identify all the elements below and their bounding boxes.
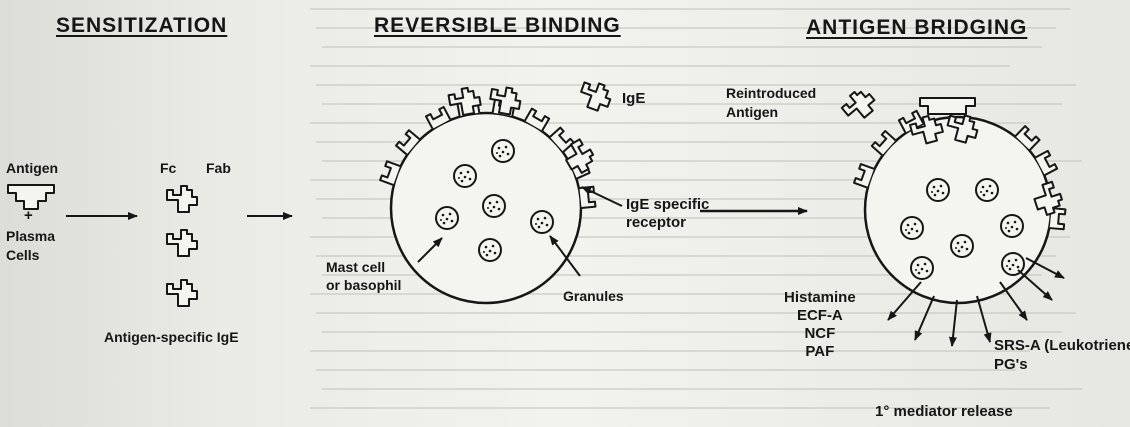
- arrow-receptor-label: [581, 186, 623, 207]
- granule: [530, 210, 554, 234]
- ige-molecule-2: [166, 229, 198, 257]
- granule: [1000, 214, 1024, 238]
- label-fc: Fc: [160, 160, 177, 176]
- granule: [975, 178, 999, 202]
- label-ige: IgE: [622, 90, 646, 107]
- antigen-shape: [7, 184, 55, 210]
- label-primary-mediator-release: 1° mediator release: [875, 403, 1013, 420]
- heading-sensitization: SENSITIZATION: [56, 14, 228, 37]
- granule: [910, 256, 934, 280]
- granule: [950, 234, 974, 258]
- label-antigen: Antigen: [6, 160, 59, 176]
- label-plus: +: [24, 207, 33, 224]
- granule: [482, 194, 506, 218]
- label-mediators: Histamine ECF-A NCF PAF: [784, 289, 856, 360]
- free-ige-molecule: [575, 77, 616, 115]
- label-granules: Granules: [563, 288, 624, 304]
- label-plasma-cells: Plasma Cells: [6, 228, 56, 263]
- arrow-mastcell-label: [417, 237, 443, 263]
- granule: [900, 216, 924, 240]
- ige-molecule-3: [166, 279, 198, 307]
- label-ige-specific-receptor: IgE specific receptor: [626, 196, 710, 231]
- granule: [478, 238, 502, 262]
- arrow-granules-label: [549, 235, 581, 277]
- label-antigen-specific-ige: Antigen-specific IgE: [104, 329, 239, 345]
- mediator-release-arrows: [887, 257, 1065, 347]
- antigen-bridge-complex: [907, 97, 1067, 219]
- granule: [435, 206, 459, 230]
- label-mast-cell: Mast cell or basophil: [326, 259, 402, 293]
- label-srs-a-pgs: SRS-A (Leukotrienes) PG's: [994, 337, 1130, 373]
- granule: [926, 178, 950, 202]
- label-fab: Fab: [206, 160, 231, 176]
- reintroduced-antigen-shape: [838, 84, 880, 126]
- label-reintroduced-antigen: Reintroduced Antigen: [726, 85, 817, 120]
- granule: [453, 164, 477, 188]
- heading-antigen-bridging: ANTIGEN BRIDGING: [806, 16, 1028, 39]
- ige-molecule-1: [166, 185, 198, 213]
- granule: [491, 139, 515, 163]
- heading-reversible-binding: REVERSIBLE BINDING: [374, 14, 621, 37]
